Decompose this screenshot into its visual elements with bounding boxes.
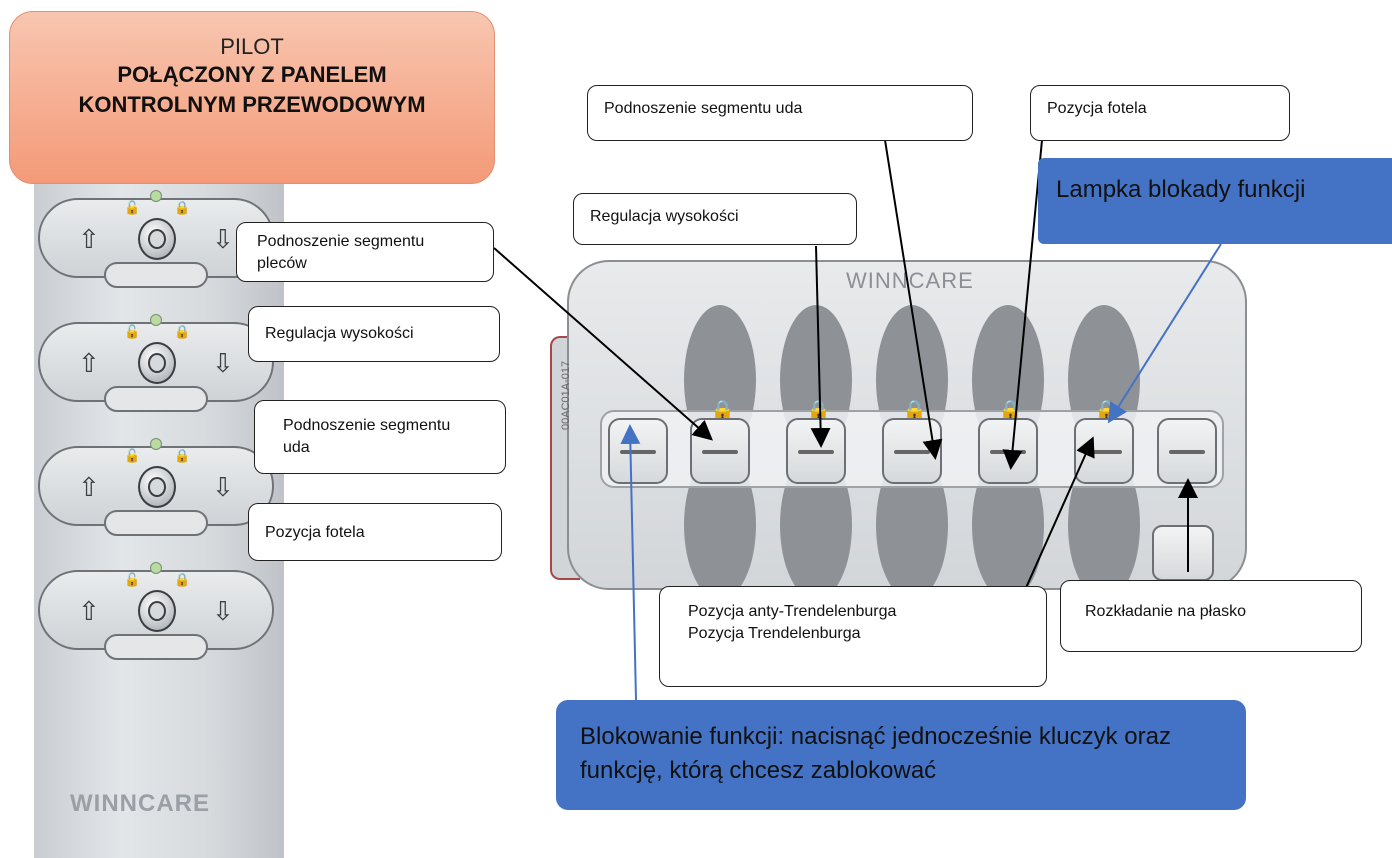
callout-thigh: Podnoszenie segmentu uda xyxy=(254,400,506,474)
arrow-lock-function xyxy=(620,424,641,701)
height-symbol-icon xyxy=(104,386,208,412)
chair-symbol-icon xyxy=(104,634,208,660)
callout-backrest: Podnoszenie segmentu pleców xyxy=(236,222,494,282)
callout-trendelenburg: Pozycja anty-Trendelenburga Pozycja Tren… xyxy=(659,586,1047,687)
arrow-trendelenburg xyxy=(1024,436,1095,591)
arrow-height xyxy=(810,245,831,448)
key-button-right[interactable] xyxy=(1157,418,1217,484)
remote-module-thigh: 🔓 🔒 ⇧ ⇩ xyxy=(38,438,274,538)
unlock-icon: 🔓 xyxy=(124,448,141,463)
lock-icon: 🔒 xyxy=(174,200,191,215)
callout-height: Regulacja wysokości xyxy=(248,306,500,362)
lock-icon: 🔒 xyxy=(174,572,191,587)
arrow-up-icon[interactable]: ⇧ xyxy=(78,472,100,502)
unlock-icon: 🔓 xyxy=(124,200,141,215)
key-switch-icon[interactable] xyxy=(138,218,176,260)
led-icon xyxy=(150,438,162,450)
thigh-symbol-icon xyxy=(104,510,208,536)
title-line-2: POŁĄCZONY Z PANELEM KONTROLNYM PRZEWODOW… xyxy=(78,62,426,117)
arrow-lock-lamp xyxy=(1107,243,1222,424)
trend-line-1: Pozycja anty-Trendelenburga xyxy=(688,603,897,620)
remote-module-height: 🔓 🔒 ⇧ ⇩ xyxy=(38,314,274,414)
arrow-up-icon[interactable]: ⇧ xyxy=(78,348,100,378)
title-line-1: PILOT xyxy=(220,34,284,59)
lock-lamp-note: Lampka blokady funkcji xyxy=(1038,158,1392,244)
callout-chair: Pozycja fotela xyxy=(248,503,502,561)
trend-line-2: Pozycja Trendelenburga xyxy=(688,625,861,642)
remote-module-chair: 🔓 🔒 ⇧ ⇩ xyxy=(38,562,274,662)
remote-brand-logo: WINNCARE xyxy=(70,790,210,817)
callout-flat: Rozkładanie na płasko xyxy=(1060,580,1362,652)
remote-module-backrest: 🔓 🔒 ⇧ ⇩ xyxy=(38,190,274,290)
arrow-up-icon[interactable]: ⇧ xyxy=(78,596,100,626)
lock-icon: 🔒 xyxy=(174,324,191,339)
led-icon xyxy=(150,562,162,574)
arrow-backrest xyxy=(493,247,714,441)
arrow-down-icon[interactable]: ⇩ xyxy=(212,596,234,626)
callout-panel-chair: Pozycja fotela xyxy=(1030,85,1290,141)
flat-button[interactable] xyxy=(1152,525,1214,581)
lock-icon: 🔒 xyxy=(174,448,191,463)
chair-button[interactable] xyxy=(978,418,1038,484)
arrow-down-icon[interactable]: ⇩ xyxy=(212,472,234,502)
key-switch-icon[interactable] xyxy=(138,466,176,508)
callout-panel-thigh: Podnoszenie segmentu uda xyxy=(587,85,973,141)
lock-function-note: Blokowanie funkcji: nacisnąć jednocześni… xyxy=(556,700,1246,810)
lock-icon: 🔒 xyxy=(902,400,927,422)
arrow-down-icon[interactable]: ⇩ xyxy=(212,224,234,254)
callout-panel-height: Regulacja wysokości xyxy=(573,193,857,245)
lock-icon: 🔒 xyxy=(806,400,831,422)
unlock-icon: 🔓 xyxy=(124,572,141,587)
key-switch-icon[interactable] xyxy=(138,590,176,632)
led-icon xyxy=(150,314,162,326)
backrest-symbol-icon xyxy=(104,262,208,288)
key-switch-icon[interactable] xyxy=(138,342,176,384)
arrow-chair xyxy=(1002,139,1043,470)
title-box: PILOT POŁĄCZONY Z PANELEM KONTROLNYM PRZ… xyxy=(9,11,495,184)
arrow-down-icon[interactable]: ⇩ xyxy=(212,348,234,378)
led-icon xyxy=(150,190,162,202)
lock-icon: 🔒 xyxy=(710,400,735,422)
arrow-thigh xyxy=(884,139,943,460)
arrow-up-icon[interactable]: ⇧ xyxy=(78,224,100,254)
unlock-icon: 🔓 xyxy=(124,324,141,339)
